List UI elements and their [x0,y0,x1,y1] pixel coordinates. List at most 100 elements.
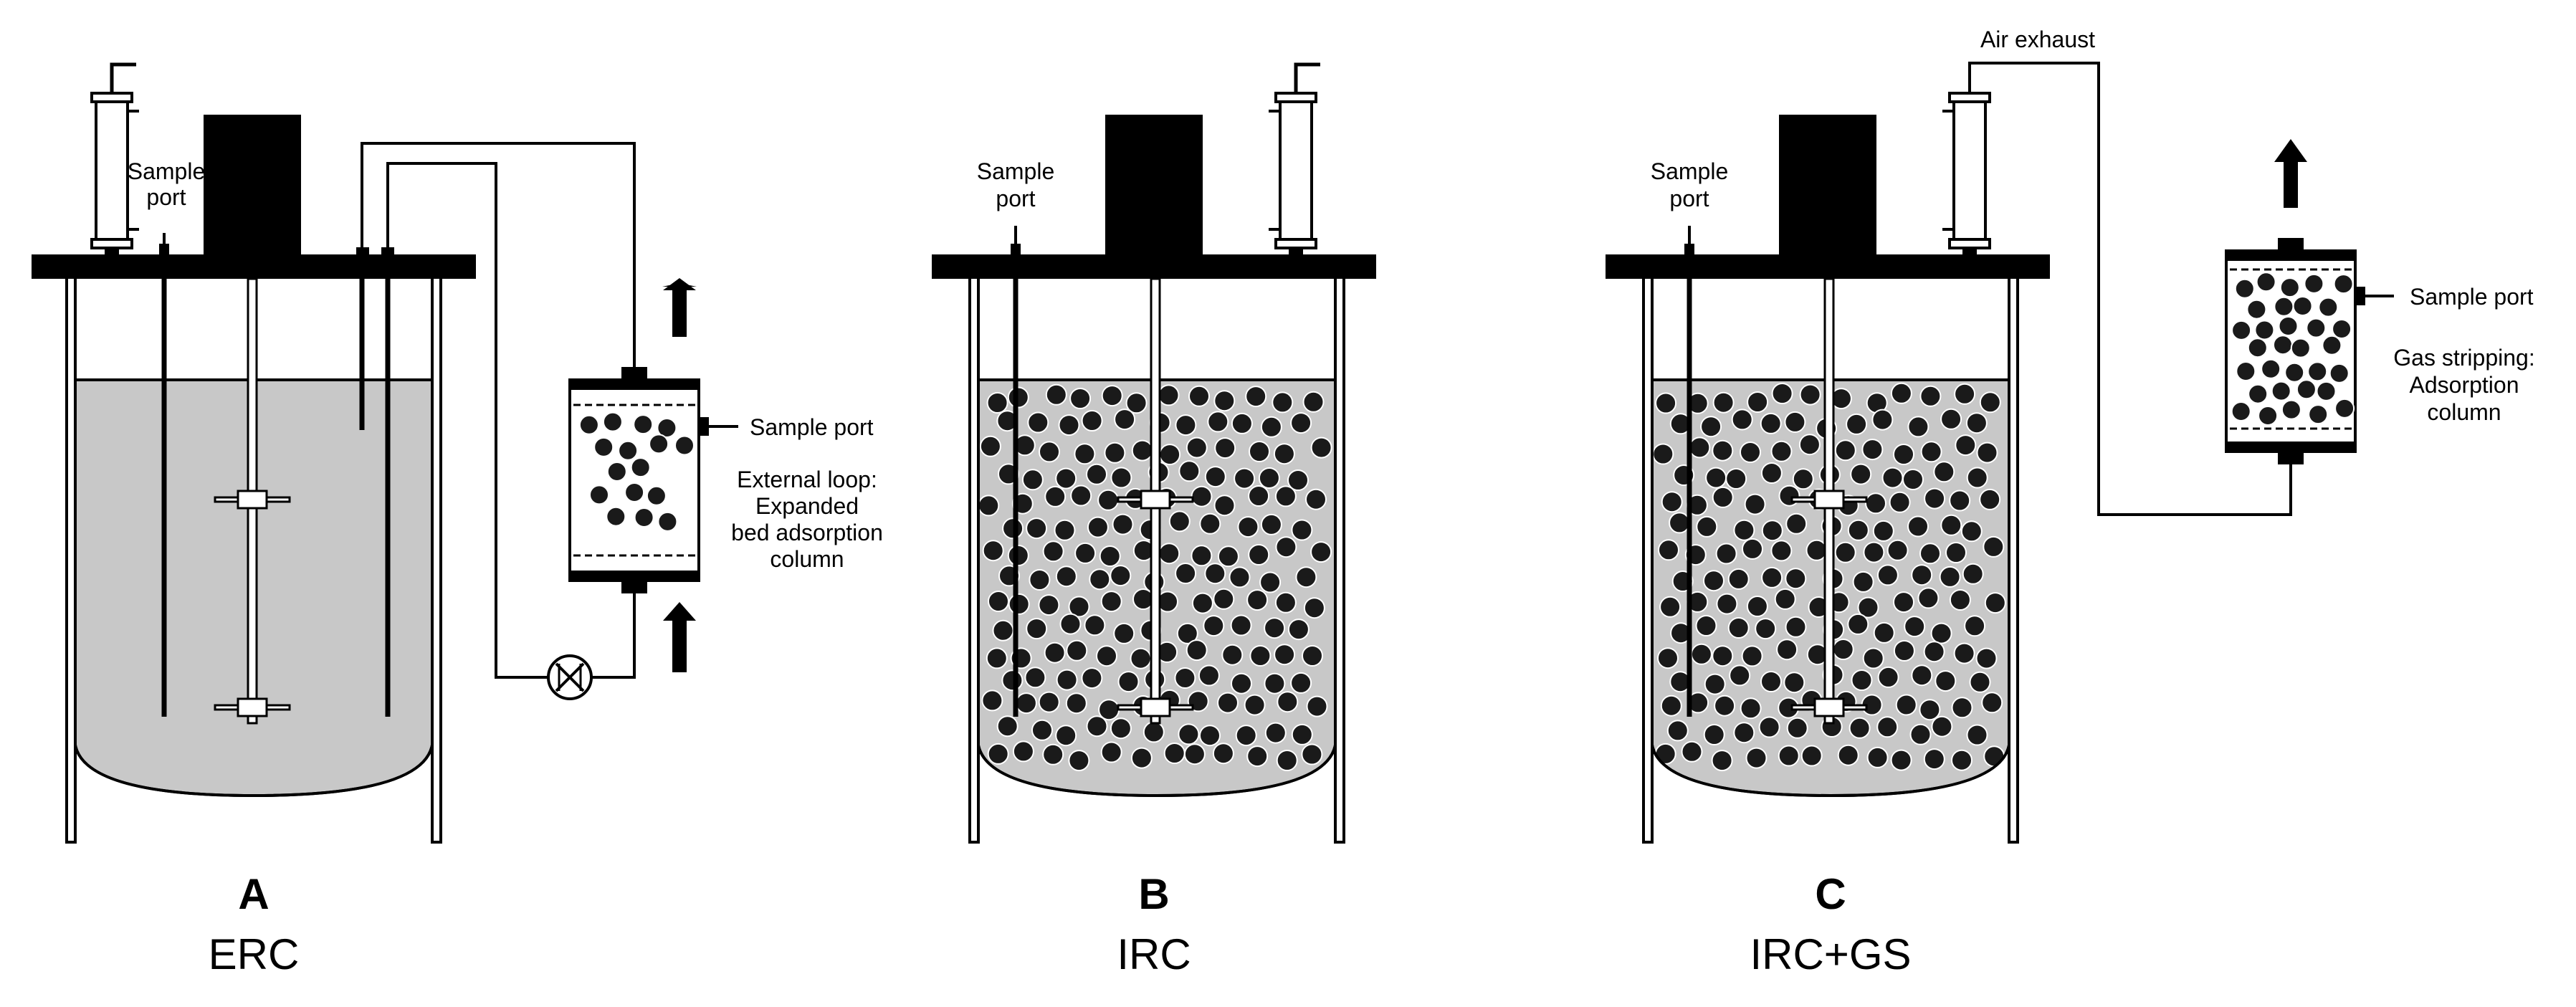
adsorbent-bead [1783,672,1805,694]
panel-a-flow-arrow-up-top [662,278,697,337]
panel-c-condenser [1942,92,1991,255]
adsorbent-bead [1711,750,1733,772]
adsorbent-bead [1652,443,1674,465]
adsorbent-bead [1178,460,1201,482]
adsorbent-bead [1919,699,1941,721]
adsorbent-bead [1031,719,1053,741]
adsorbent-bead [1955,434,1977,457]
adsorbent-bead [1235,725,1257,747]
panel-b-impeller-top [1117,490,1194,510]
adsorbent-bead [1069,388,1092,409]
adsorbent-bead [1055,725,1077,747]
adsorbent-bead [1029,569,1051,591]
adsorbent-bead [1287,619,1310,641]
adsorbent-bead [1848,717,1871,739]
adsorbent-bead [1924,487,1946,510]
adsorbent-bead [1911,664,1933,687]
adsorbent-bead [2247,338,2268,358]
adsorbent-bead [2231,401,2251,421]
adsorbent-bead [1832,639,1854,660]
adsorbent-bead [1246,589,1269,611]
panel-b-vessel [976,272,1337,798]
adsorbent-bead [1703,570,1725,592]
adsorbent-bead [1949,589,1971,611]
adsorbent-bead [1100,741,1122,763]
adsorbent-bead [1272,391,1294,414]
adsorbent-bead [1715,543,1737,565]
adsorbent-bead [1273,443,1295,465]
adsorbent-bead [1175,414,1197,436]
adsorbent-bead [1966,467,1988,489]
adsorbent-bead [1198,664,1220,687]
adsorbent-bead [1086,463,1107,485]
adsorbent-bead [1058,414,1080,436]
panel-c-impeller-bottom [1790,697,1868,717]
adsorbent-bead [1207,411,1229,433]
adsorbent-bead [1260,513,1282,535]
adsorbent-bead [1731,409,1753,431]
adsorbent-bead [1712,645,1734,667]
adsorbent-bead [1923,641,1945,663]
adsorbent-bead [1881,467,1904,489]
adsorbent-bead [1101,385,1123,407]
adsorbent-bead [1919,543,1941,565]
panel-c-column-beads [2231,272,2355,426]
adsorbent-bead [1907,515,1929,538]
adsorbent-bead [1186,436,1208,459]
adsorbent-bead [1904,616,1926,638]
adsorbent-bead [1784,411,1806,433]
adsorbent-bead [1186,639,1208,662]
adsorbent-bead [1861,439,1884,461]
adsorbent-bead [1159,444,1181,466]
adsorbent-bead [2296,379,2317,400]
adsorbent-bead [1760,412,1782,434]
panel-a-column-desc-1: External loop: [737,467,877,492]
adsorbent-bead [1044,641,1066,664]
panel-b-leg-right [1334,271,1345,844]
adsorbent-bead [1302,391,1325,413]
adsorbent-bead [1229,566,1251,588]
adsorbent-bead [1096,645,1117,667]
adsorbent-bead [1872,520,1894,542]
adsorbent-bead [1785,512,1808,535]
adsorbent-bead [1259,571,1282,593]
panel-a-condenser [90,62,139,255]
adsorbent-bead [1042,540,1064,563]
adsorbent-bead [1863,541,1885,563]
panel-b-sample-port-label-2: port [996,186,1035,211]
adsorbent-bead [1290,412,1312,434]
adsorbent-bead [1191,545,1213,567]
panel-c-vessel [1650,272,2011,798]
adsorbent-bead [1234,467,1256,490]
adsorbent-bead [630,457,651,478]
adsorbent-bead [1213,495,1236,517]
panel-b-leg-left [968,271,980,844]
adsorbent-bead [1659,596,1681,618]
adsorbent-bead [1168,510,1191,533]
adsorbent-bead [1954,383,1976,405]
adsorbent-bead [1086,715,1108,738]
adsorbent-bead [2258,406,2279,426]
adsorbent-bead [1981,692,2003,714]
adsorbent-bead [1979,488,2001,510]
panel-c-sample-port-label-2: port [1669,186,1709,211]
adsorbent-bead [1158,543,1180,565]
adsorbent-bead [1114,409,1136,431]
adsorbent-bead [1203,615,1225,637]
adsorbent-bead [624,482,645,502]
adsorbent-bead [1113,622,1135,644]
panel-a-sample-port-label-2: port [146,184,186,210]
panel-c-sample-port [1684,244,1694,255]
adsorbent-bead [1110,565,1132,587]
panel-a-column-desc-2: Expanded [755,493,859,519]
panel-a-column-beads [578,411,695,532]
adsorbent-bead [633,414,654,435]
adsorbent-bead [1055,565,1077,588]
panel-c-lid [1606,254,2050,279]
adsorbent-bead [1740,697,1762,720]
adsorbent-bead [1056,669,1078,691]
adsorbent-bead [1264,672,1286,695]
adsorbent-bead [2329,363,2350,383]
panel-a-column-desc-4: column [770,546,844,572]
adsorbent-bead [1983,745,2005,768]
